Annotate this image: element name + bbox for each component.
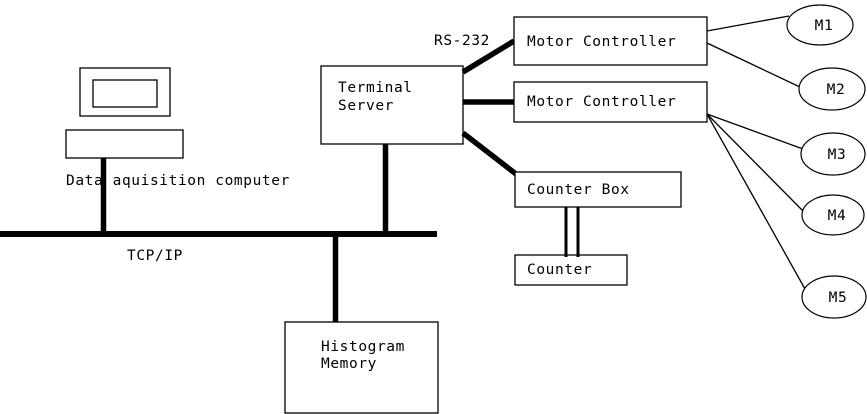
terminal-server-label-line1: Terminal [338,80,413,96]
motor-m2-shape [798,67,866,111]
histogram-memory-label-line1: Histogram [321,339,405,355]
motor-m5-label: M5 [829,290,848,306]
computer-caption-label: Data aquisition computer [66,173,290,189]
motor-controller-1-label: Motor Controller [527,34,676,50]
counter-box-box [514,171,682,208]
serial-link-to-counter-box [461,130,518,177]
motor-m5-shape [801,275,867,319]
motor-m3-shape [800,132,866,176]
serial-link-to-motor-controller-1 [461,38,516,75]
motor-controller-2-box [513,81,708,123]
histogram-memory-label-line2: Memory [321,356,377,372]
computer-monitor-screen [92,79,158,108]
motor-m1-shape [786,4,854,46]
link-motor-controller-1-to-m1 [706,15,790,32]
counter-box-label: Counter Box [527,182,630,198]
motor-m2-label: M2 [827,82,846,98]
motor-m3-label: M3 [828,147,847,163]
histogram-memory-box [284,321,439,414]
tcpip-link-label: TCP/IP [127,248,183,264]
counter-box [514,254,628,286]
link-motor-controller-1-to-m2 [706,42,803,89]
motor-m4-label: M4 [828,208,847,224]
link-motor-controller-2-to-m4 [706,113,805,213]
motor-m4-shape [801,194,865,236]
terminal-server-label-line2: Server [338,98,394,114]
link-motor-controller-2-to-m5 [706,113,806,290]
computer-base-unit [65,129,184,159]
motor-controller-1-box [513,16,708,66]
rs232-link-label: RS-232 [434,33,490,49]
motor-m1-label: M1 [815,18,834,34]
link-motor-controller-2-to-m3 [706,113,804,150]
terminal-server-box [320,65,464,145]
motor-controller-2-label: Motor Controller [527,94,676,110]
counter-label: Counter [527,262,592,278]
